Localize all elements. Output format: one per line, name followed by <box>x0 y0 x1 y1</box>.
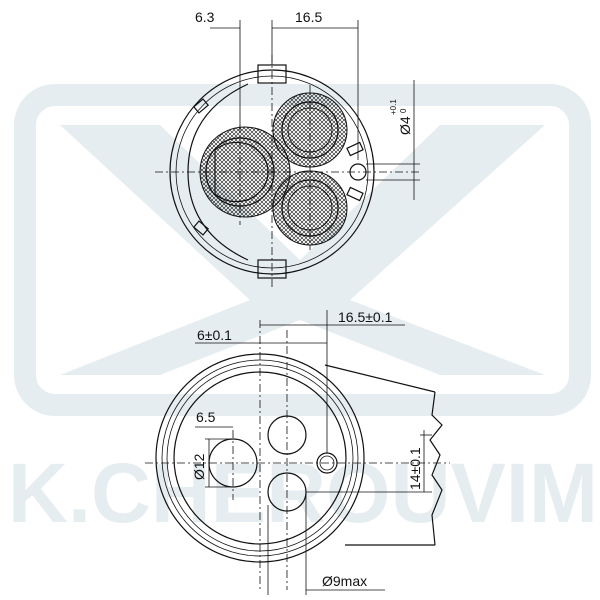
top-view: 6.3 16.5 Ø4 +0.1 0 <box>155 9 420 290</box>
dim-spacing: 16.5±0.1 <box>338 309 393 325</box>
dim-small: 6.5 <box>196 409 216 425</box>
dim-hole-diameter: Ø4 <box>397 116 413 135</box>
dim-hole-tol-lower: 0 <box>399 108 408 113</box>
dim-diameter: Ø12 <box>191 453 207 480</box>
bottom-view: 6±0.1 16.5±0.1 6.5 Ø12 14±0.1 Ø9max <box>145 309 450 595</box>
dim-top-left: 6.3 <box>195 9 215 25</box>
dim-top-right: 16.5 <box>295 9 322 25</box>
dim-hole-tol-upper: +0.1 <box>389 99 398 115</box>
dim-height: 14±0.1 <box>407 447 423 490</box>
watermark-text: K.CHEROUVIM <box>8 446 598 540</box>
dim-max: Ø9max <box>322 573 367 589</box>
dim-offset: 6±0.1 <box>197 327 232 343</box>
